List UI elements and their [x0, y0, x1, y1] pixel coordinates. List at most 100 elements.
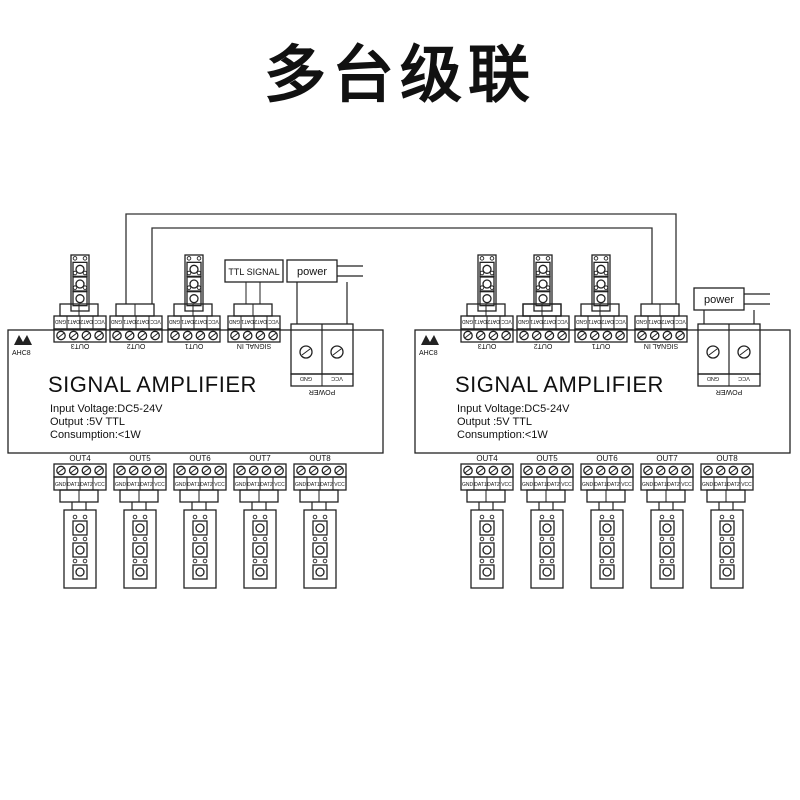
solder-pad [132, 514, 138, 520]
led-chip-icon [252, 520, 268, 536]
led-strip-top [70, 254, 90, 312]
solder-pad [186, 256, 192, 261]
pin-label: VCC [214, 482, 225, 488]
solder-pad [539, 558, 545, 564]
led-chip-icon [72, 564, 88, 580]
solder-pad [535, 285, 541, 290]
led-strip-outline [243, 509, 277, 589]
led-chip-icon [659, 542, 675, 558]
led-lens [482, 523, 492, 533]
pin-label: DAT1 [654, 482, 667, 488]
screw-slot [704, 467, 712, 474]
led-lens [75, 294, 85, 304]
solder-pad [322, 558, 328, 564]
solder-pad [535, 270, 541, 276]
screw-slot [237, 467, 245, 474]
pin-label: GND [582, 482, 594, 488]
screw-slot [477, 467, 485, 474]
power-connector: power [693, 287, 770, 324]
pin-label: GND [175, 482, 187, 488]
power-pin-label: VCC [331, 375, 343, 381]
screw-icon [703, 465, 713, 476]
screw-slot [644, 467, 652, 474]
led-chip-icon [72, 291, 88, 307]
pin-label: DAT2 [80, 318, 93, 324]
screw-slot [203, 467, 210, 474]
screw-icon [150, 330, 160, 341]
pin-label: VCC [501, 318, 512, 324]
top-port-label: SIGNAL IN [237, 342, 271, 349]
screw-icon [706, 345, 720, 359]
led-strip-outline [70, 254, 90, 312]
screw-icon [655, 465, 666, 476]
solder-pad [603, 285, 609, 290]
screw-slot [604, 332, 611, 339]
solder-pad [489, 256, 495, 261]
screw-slot [231, 332, 239, 339]
led-chip-icon [312, 564, 328, 580]
pin-label: GND [522, 482, 534, 488]
solder-pad [322, 514, 328, 520]
logo-text: AHC8 [419, 350, 438, 357]
led-chip-icon [192, 564, 208, 580]
bottom-port-label: OUT8 [716, 454, 738, 463]
screw-icon [595, 465, 606, 476]
screw-slot [57, 467, 65, 474]
led-strip-bottom [650, 509, 684, 589]
screw-icon [561, 465, 571, 476]
pin-label: DAT2 [601, 318, 614, 324]
screw-icon [56, 330, 66, 341]
power-pin-label: GND [300, 375, 312, 381]
solder-pad [659, 514, 665, 520]
power-connector-body [286, 259, 338, 283]
led-chip-icon [72, 542, 88, 558]
led-chip-icon [72, 276, 88, 292]
screw-icon [577, 330, 587, 341]
solder-pad [609, 514, 615, 520]
led-lens [538, 279, 548, 289]
logo-mark-icon [14, 335, 32, 345]
screw-slot [622, 467, 630, 474]
screw-icon [124, 330, 135, 341]
pin-label: DAT2 [667, 482, 680, 488]
solder-pad [479, 514, 485, 520]
screw-slot [275, 467, 283, 474]
screw-icon [519, 330, 529, 341]
screw-icon [662, 330, 673, 341]
led-lens [195, 567, 205, 577]
screw-icon [643, 465, 653, 476]
amplifier-logo: AHC8 [12, 335, 32, 357]
pin-label: VCC [501, 482, 512, 488]
spec-line: Input Voltage:DC5-24V [457, 403, 570, 415]
screw-slot [537, 467, 545, 474]
pin-label: DAT2 [136, 318, 149, 324]
screw-slot [57, 332, 65, 339]
led-lens [542, 545, 552, 555]
bottom-plug [466, 489, 506, 510]
screw-icon [236, 465, 246, 476]
solder-pad [489, 285, 495, 290]
pin-label: DAT2 [80, 482, 93, 488]
led-lens [255, 523, 265, 533]
screw-icon [208, 330, 218, 341]
led-strip-bottom [243, 509, 277, 589]
pin-label: VCC [94, 318, 105, 324]
screw-icon [741, 465, 751, 476]
screw-slot [664, 332, 671, 339]
screw-icon [334, 465, 344, 476]
solder-pad [549, 536, 555, 542]
pin-label: DAT2 [260, 482, 273, 488]
screw-slot [335, 467, 343, 474]
pin-label: GND [295, 482, 307, 488]
solder-pad [489, 536, 495, 542]
screw-slot [562, 467, 570, 474]
led-strip-outline [533, 254, 553, 312]
led-chip-icon [252, 542, 268, 558]
screw-icon [195, 330, 206, 341]
power-label: POWER [309, 388, 335, 395]
screw-icon [602, 330, 613, 341]
